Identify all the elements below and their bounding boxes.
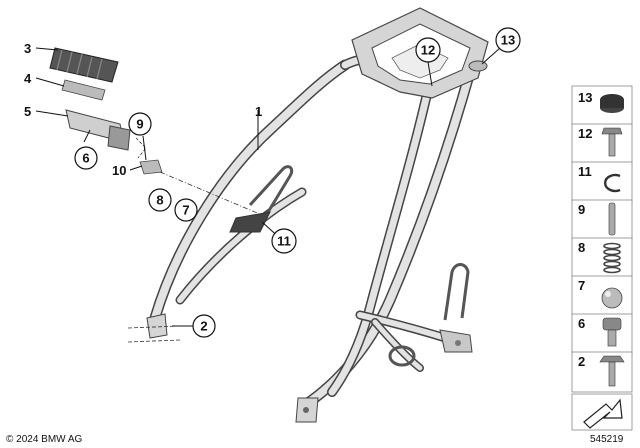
footpeg-insert [61, 79, 106, 101]
arrow-icon [583, 398, 623, 429]
footpeg-pin [139, 159, 163, 175]
svg-text:6: 6 [82, 151, 89, 166]
collar-bolt-icon [602, 317, 622, 347]
legend-row-7: 7 [571, 275, 633, 317]
copyright-text: © 2024 BMW AG [6, 434, 83, 445]
callout-5: 5 [24, 104, 31, 119]
legend-row-2: 2 [571, 351, 633, 393]
svg-text:2: 2 [200, 319, 207, 334]
legend-row-13: 13 [571, 85, 633, 127]
ball-icon [601, 287, 623, 309]
svg-text:9: 9 [578, 202, 585, 217]
legend-row-8: 8 [571, 237, 633, 279]
callout-1: 1 [255, 104, 262, 119]
svg-text:1: 1 [255, 104, 262, 119]
legend-row-6: 6 [571, 313, 633, 355]
left-foot [146, 313, 168, 339]
footer: © 2024 BMW AG 545219 [6, 434, 624, 445]
svg-text:7: 7 [182, 203, 189, 218]
svg-text:10: 10 [112, 163, 126, 178]
callout-11: 11 [271, 228, 297, 254]
callout-8: 8 [148, 188, 172, 212]
diagram-id: 545219 [590, 434, 624, 445]
flange-bolt-icon [599, 355, 625, 387]
spring-icon [603, 242, 621, 274]
callout-3: 3 [24, 41, 31, 56]
svg-text:11: 11 [578, 164, 592, 179]
svg-text:5: 5 [24, 104, 31, 119]
svg-text:12: 12 [421, 43, 435, 58]
callout-2: 2 [192, 314, 216, 338]
legend-row-9: 9 [571, 199, 633, 241]
svg-text:7: 7 [578, 278, 585, 293]
callout-10: 10 [112, 163, 126, 178]
svg-text:8: 8 [156, 193, 163, 208]
svg-text:4: 4 [24, 71, 32, 86]
side-hook [443, 263, 470, 321]
footpeg-spring-parts [135, 137, 263, 216]
plug-cap-icon [600, 94, 624, 113]
svg-text:11: 11 [277, 234, 291, 249]
footpeg-rubber [49, 47, 119, 83]
svg-text:3: 3 [24, 41, 31, 56]
svg-text:2: 2 [578, 354, 585, 369]
callout-13: 13 [495, 27, 521, 53]
svg-text:13: 13 [501, 33, 515, 48]
hex-bolt-icon [601, 127, 623, 157]
parts-legend: 13 12 11 9 [571, 85, 633, 431]
callout-12: 12 [415, 37, 441, 63]
svg-text:6: 6 [578, 316, 585, 331]
direction-arrow-box [571, 393, 633, 431]
legend-row-12: 12 [571, 123, 633, 165]
callout-7: 7 [174, 198, 198, 222]
legend-row-11: 11 [571, 161, 633, 203]
pillion-frame [149, 52, 476, 411]
svg-text:9: 9 [136, 117, 143, 132]
svg-text:12: 12 [578, 126, 592, 141]
pin-icon [608, 202, 616, 236]
callout-9: 9 [128, 112, 152, 136]
svg-text:13: 13 [578, 90, 592, 105]
footpeg-body [65, 109, 131, 151]
svg-text:8: 8 [578, 240, 585, 255]
bolt-line-2 [127, 325, 181, 343]
callout-4: 4 [24, 71, 32, 86]
circlip-icon [603, 173, 621, 193]
lower-ring [388, 345, 416, 367]
frame-foot [295, 397, 319, 423]
lower-right-bracket [439, 329, 473, 353]
callout-6: 6 [74, 146, 98, 170]
